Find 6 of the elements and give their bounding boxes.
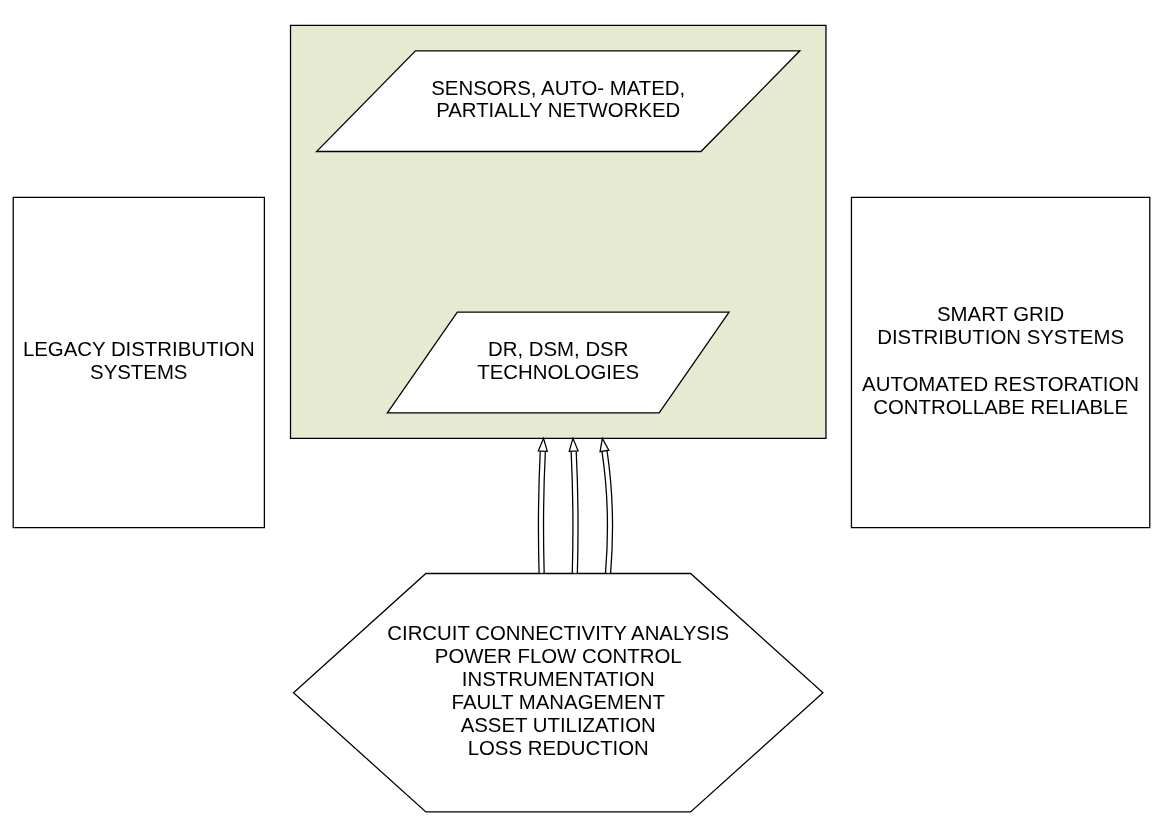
arrow xyxy=(568,435,580,574)
arrow xyxy=(599,435,614,574)
cluster xyxy=(289,24,827,439)
node-box: LEGACY DISTRIBUTION SYSTEMS xyxy=(12,196,265,528)
arrow xyxy=(537,435,549,574)
node-box: SMART GRID DISTRIBUTION SYSTEMS AUTOMATED RESTORATION CONTROLLABE RELIABLE xyxy=(850,196,1151,528)
